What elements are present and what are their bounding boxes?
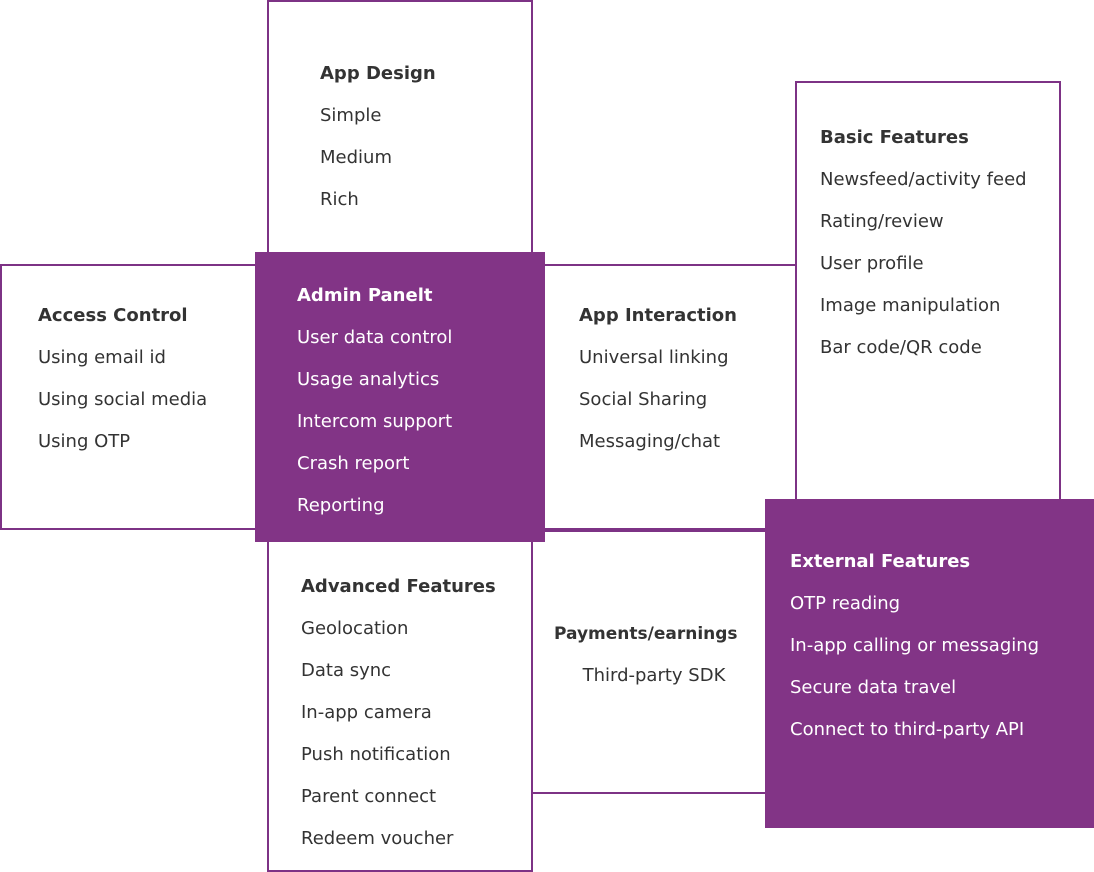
list-item: Social Sharing [579, 389, 708, 410]
advanced-features-block: Advanced Features Geolocation Data sync … [301, 577, 496, 871]
list-item: Push notification [301, 744, 451, 765]
external-features-box [765, 499, 1094, 828]
advanced-features-title: Advanced Features [301, 576, 496, 597]
app-interaction-block: App Interaction Universal linking Social… [579, 306, 737, 474]
list-item: User data control [297, 327, 453, 348]
list-item: Crash report [297, 453, 410, 474]
app-interaction-title: App Interaction [579, 305, 737, 326]
advanced-features-box [267, 530, 533, 872]
access-control-block: Access Control Using email id Using soci… [38, 306, 207, 474]
admin-panel-block: Admin Panelt User data control Usage ana… [297, 286, 452, 538]
list-item: In-app camera [301, 702, 432, 723]
list-item: Third-party SDK [582, 665, 726, 686]
list-item: Data sync [301, 660, 392, 681]
list-item: OTP reading [790, 593, 901, 614]
app-interaction-box [534, 264, 804, 530]
payments-title: Payments/earnings [554, 624, 738, 644]
access-control-box [0, 264, 266, 530]
access-control-title: Access Control [38, 305, 188, 326]
list-item: Universal linking [579, 347, 729, 368]
list-item: Reporting [297, 495, 385, 516]
basic-features-block: Basic Features Newsfeed/activity feed Ra… [820, 128, 1027, 380]
list-item: Rating/review [820, 211, 944, 232]
external-features-block: External Features OTP reading In-app cal… [790, 552, 1039, 762]
external-features-title: External Features [790, 551, 971, 572]
list-item: Messaging/chat [579, 431, 721, 452]
list-item: Connect to third-party API [790, 719, 1025, 740]
basic-features-box [795, 81, 1061, 501]
app-design-title: App Design [320, 63, 436, 84]
list-item: Intercom support [297, 411, 453, 432]
list-item: User profile [820, 253, 924, 274]
list-item: Bar code/QR code [820, 337, 982, 358]
list-item: Redeem voucher [301, 828, 454, 849]
payments-block: Payments/earnings Third-party SDK [554, 624, 754, 708]
list-item: Newsfeed/activity feed [820, 169, 1027, 190]
list-item: Rich [320, 189, 359, 210]
list-item: Secure data travel [790, 677, 957, 698]
list-item: Simple [320, 105, 382, 126]
app-design-block: App Design Simple Medium Rich [320, 64, 436, 232]
app-design-box [267, 0, 533, 262]
list-item: Using social media [38, 389, 208, 410]
admin-panel-title: Admin Panelt [297, 285, 433, 306]
admin-panel-box [255, 252, 545, 542]
list-item: Parent connect [301, 786, 437, 807]
list-item: Using email id [38, 347, 166, 368]
list-item: Usage analytics [297, 369, 440, 390]
list-item: In-app calling or messaging [790, 635, 1040, 656]
basic-features-title: Basic Features [820, 127, 969, 148]
payments-box [531, 530, 771, 794]
list-item: Geolocation [301, 618, 409, 639]
list-item: Using OTP [38, 431, 131, 452]
list-item: Medium [320, 147, 392, 168]
list-item: Image manipulation [820, 295, 1001, 316]
